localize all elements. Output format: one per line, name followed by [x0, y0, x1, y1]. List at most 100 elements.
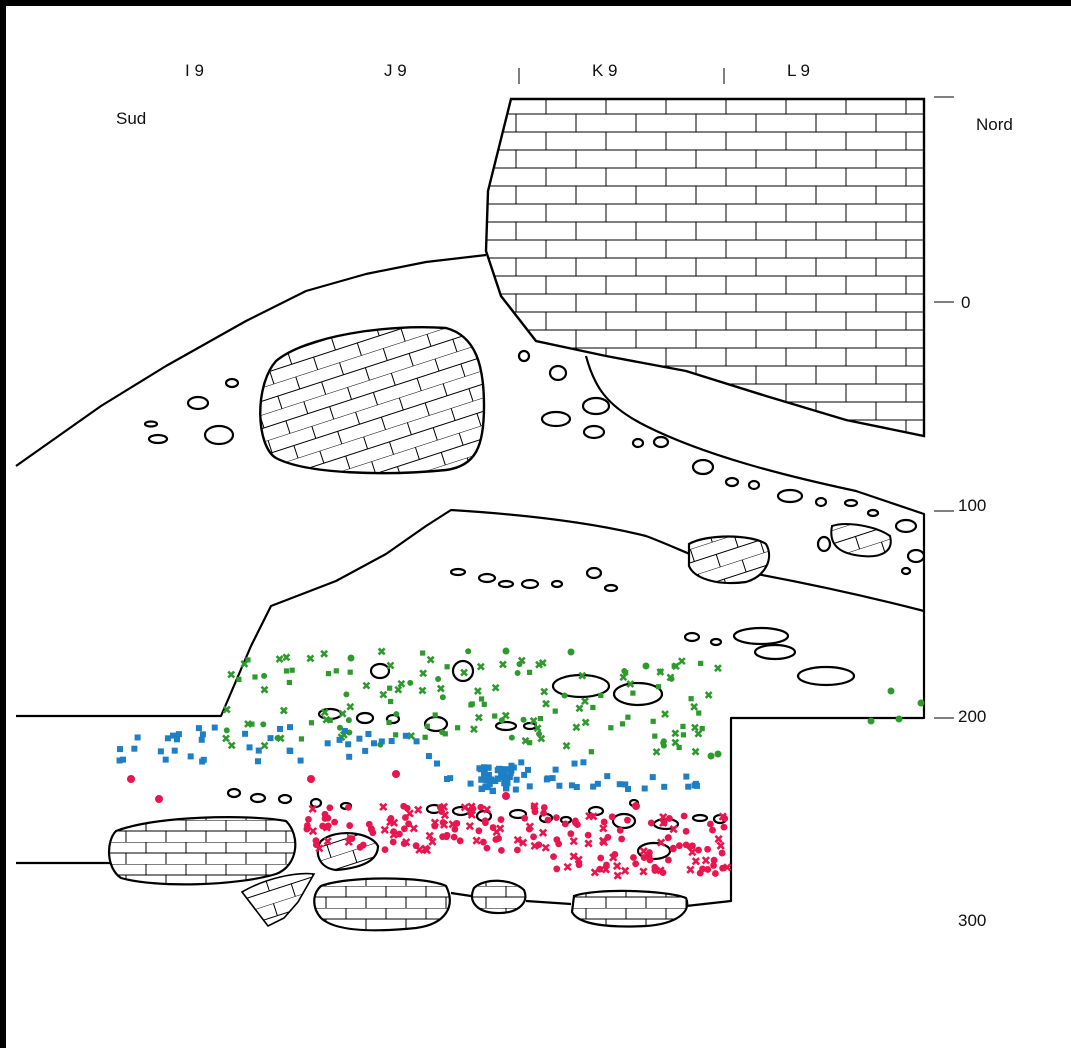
find-marker [683, 773, 690, 780]
find-marker [608, 813, 616, 821]
find-marker [675, 842, 683, 850]
find-marker [439, 820, 449, 829]
find-marker [521, 771, 528, 778]
find-marker [544, 816, 552, 824]
pebble [517, 349, 531, 363]
pebble [900, 566, 912, 576]
find-marker [497, 816, 505, 823]
find-marker [578, 671, 587, 680]
pebble [709, 637, 723, 647]
find-marker [286, 724, 293, 731]
find-marker [369, 829, 377, 837]
find-marker [649, 774, 656, 781]
find-marker [222, 734, 230, 743]
find-marker [127, 775, 135, 783]
find-marker [561, 692, 568, 699]
find-marker [438, 808, 445, 816]
pebble [520, 578, 540, 590]
find-marker [695, 846, 702, 854]
find-marker [585, 811, 594, 821]
find-marker [677, 657, 686, 666]
find-marker [498, 660, 507, 669]
find-marker [704, 691, 713, 699]
column-label-k9: K 9 [592, 61, 618, 80]
find-marker [402, 837, 411, 847]
find-marker [227, 670, 236, 679]
limestone-block [830, 523, 892, 558]
find-marker [346, 753, 353, 760]
limestone-block [687, 535, 771, 585]
pebble [494, 720, 518, 732]
find-marker [518, 838, 528, 847]
find-marker [707, 820, 714, 828]
find-marker [327, 717, 333, 723]
pebble [603, 583, 619, 593]
find-marker [502, 792, 510, 800]
find-marker [525, 822, 534, 831]
find-marker [552, 814, 560, 822]
find-marker [436, 684, 445, 693]
find-marker [275, 655, 284, 663]
pebble [497, 579, 515, 589]
find-marker [581, 718, 590, 727]
find-marker [287, 747, 294, 754]
find-marker [390, 828, 398, 836]
pebble [894, 518, 918, 534]
find-marker [308, 720, 315, 726]
pebble [906, 548, 926, 564]
find-marker [155, 795, 163, 803]
find-marker [704, 866, 712, 873]
find-marker [486, 780, 493, 788]
pebble [814, 496, 828, 508]
find-marker [420, 650, 426, 656]
find-marker [325, 671, 332, 677]
find-marker [362, 681, 371, 690]
find-marker [601, 865, 611, 874]
find-marker [473, 687, 482, 695]
find-marker [467, 780, 474, 787]
find-marker [478, 696, 485, 702]
find-marker [500, 768, 508, 776]
find-marker [199, 731, 206, 738]
find-marker [720, 823, 728, 831]
find-marker [590, 783, 597, 790]
find-marker [552, 708, 558, 714]
find-marker [336, 724, 343, 731]
find-marker [632, 860, 640, 868]
find-marker [442, 731, 448, 737]
find-marker [477, 803, 485, 811]
find-marker [388, 738, 395, 745]
find-marker [584, 831, 592, 839]
find-marker [261, 672, 268, 679]
find-marker [652, 747, 661, 756]
find-marker [283, 668, 290, 674]
find-marker [613, 861, 622, 871]
find-marker [709, 826, 716, 834]
limestone-block [313, 877, 451, 932]
find-marker [495, 835, 502, 842]
find-marker [642, 662, 650, 670]
find-marker [347, 654, 355, 662]
find-marker [475, 827, 483, 835]
find-marker [598, 692, 604, 699]
find-marker [696, 710, 702, 716]
pebble [753, 643, 797, 661]
find-marker [465, 648, 472, 655]
pebble [732, 626, 790, 646]
find-marker [659, 812, 668, 822]
find-marker [652, 733, 658, 739]
find-marker [460, 803, 469, 812]
find-marker [415, 845, 424, 855]
find-marker [223, 727, 230, 734]
find-marker [444, 664, 450, 670]
find-marker [308, 804, 317, 813]
find-marker [485, 764, 492, 771]
find-marker [682, 827, 690, 835]
find-marker [646, 849, 653, 856]
find-marker [630, 690, 636, 696]
find-marker [274, 734, 281, 741]
find-marker [707, 752, 715, 760]
find-marker [377, 647, 386, 656]
find-marker [651, 867, 659, 874]
